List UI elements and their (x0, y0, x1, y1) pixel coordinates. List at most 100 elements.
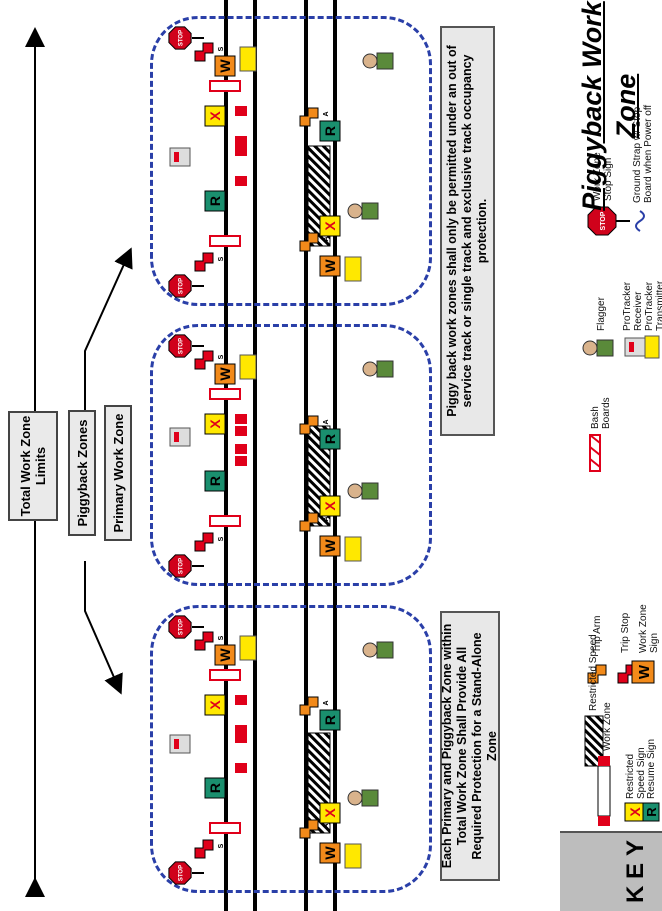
work-zone-marker (235, 426, 247, 436)
restricted-speed-sign (204, 694, 226, 716)
trip-stop (194, 631, 214, 651)
trip-arm (299, 512, 319, 532)
stop-sign (168, 274, 192, 298)
restricted-speed-sign-label: X (207, 700, 223, 710)
restricted-speed-sign-label: X (322, 501, 338, 511)
trip-arm (299, 819, 319, 839)
protracker-transmitter (344, 256, 362, 282)
key-resume-sign: Resume Sign (646, 738, 657, 799)
restricted-speed-sign-label: X (322, 808, 338, 818)
resume-sign-label: R (207, 476, 223, 486)
key-restricted-speed-sign: Restricted Speed Sign (625, 747, 647, 799)
work-zone-marker (235, 725, 247, 735)
resume-sign-label: R (322, 126, 338, 136)
bash-board (209, 80, 241, 92)
key-w-sign: W (636, 664, 653, 679)
work-zone-sign (319, 535, 341, 557)
key-trip-arm: Trip Arm (592, 615, 603, 653)
resume-sign-label: R (207, 196, 223, 206)
work-zone-sign (214, 55, 236, 77)
work-zone-sign-label: W (217, 367, 233, 381)
receiver-light (174, 152, 179, 162)
work-zone-sign (214, 363, 236, 385)
trip-stop (194, 350, 214, 370)
trip-arm (299, 232, 319, 252)
trip-arm (299, 107, 319, 127)
stop-sign (168, 615, 192, 639)
work-zone-marker (235, 414, 247, 424)
resume-sign (204, 190, 226, 212)
key-work-zone-sign: Work Zone Sign (638, 604, 660, 653)
work-zone-sign-label: W (322, 846, 338, 860)
key-r-sign: R (644, 807, 659, 817)
flagger-body (376, 52, 394, 70)
bash-board (209, 388, 241, 400)
stop-sign (168, 554, 192, 578)
stop-sign (168, 861, 192, 885)
restricted-speed-sign (319, 495, 341, 517)
flagger-body (376, 641, 394, 659)
work-zone-marker (235, 176, 247, 186)
stop-sign-label: STOP (179, 558, 185, 574)
trip-stop-label: S (218, 536, 225, 541)
key-trip-stop: Trip Stop (620, 612, 631, 653)
work-zone-sign (214, 644, 236, 666)
resume-sign-label: R (207, 783, 223, 793)
trip-arm-label: A (323, 111, 330, 116)
protracker-transmitter (344, 536, 362, 562)
resume-sign (319, 428, 341, 450)
stop-sign-label: STOP (179, 338, 185, 354)
work-zone-marker (235, 106, 247, 116)
key-x-sign: X (627, 807, 643, 817)
restricted-speed-sign-label: X (322, 221, 338, 231)
resume-sign (319, 120, 341, 142)
stop-sign-label: STOP (179, 278, 185, 294)
key-flagger: Flagger (596, 297, 607, 331)
work-zone-sign-label: W (322, 539, 338, 553)
resume-sign (204, 470, 226, 492)
trip-arm-label: A (323, 823, 330, 828)
work-zone-marker (235, 763, 247, 773)
trip-stop-label: S (218, 256, 225, 261)
trip-arm-label: A (323, 419, 330, 424)
trip-stop-label: S (218, 843, 225, 848)
bash-board (209, 515, 241, 527)
key-stop-sign: STOP (600, 211, 607, 230)
work-zone-sign-label: W (217, 59, 233, 73)
restricted-speed-sign (204, 105, 226, 127)
bash-board (209, 235, 241, 247)
work-zone-marker (235, 136, 247, 146)
key-protracker-receiver: ProTracker Receiver (622, 281, 644, 331)
trip-stop (194, 252, 214, 272)
restricted-speed-sign (204, 413, 226, 435)
resume-sign (319, 709, 341, 731)
key-bash-boards: Bash Boards (590, 397, 612, 429)
work-zone-sign-label: W (322, 259, 338, 273)
receiver-light (174, 432, 179, 442)
bash-board (209, 822, 241, 834)
protracker-transmitter (239, 46, 257, 72)
protracker-transmitter (239, 354, 257, 380)
flagger-body (361, 482, 379, 500)
flagger-body (376, 360, 394, 378)
work-zone-marker (235, 733, 247, 743)
trip-arm-label: A (323, 516, 330, 521)
flagger-body (361, 202, 379, 220)
trip-arm (299, 696, 319, 716)
restricted-speed-sign-label: X (207, 419, 223, 429)
stop-sign-label: STOP (179, 865, 185, 881)
key-work-zone: Work Zone (602, 702, 613, 751)
work-zone-marker (235, 456, 247, 466)
work-zone-sign-label: W (217, 648, 233, 662)
trip-stop (194, 532, 214, 552)
trip-arm (299, 415, 319, 435)
restricted-speed-sign (319, 215, 341, 237)
trip-stop (194, 42, 214, 62)
work-zone-marker (235, 146, 247, 156)
work-zone-marker (235, 444, 247, 454)
stop-sign-label: STOP (179, 30, 185, 46)
resume-sign (204, 777, 226, 799)
